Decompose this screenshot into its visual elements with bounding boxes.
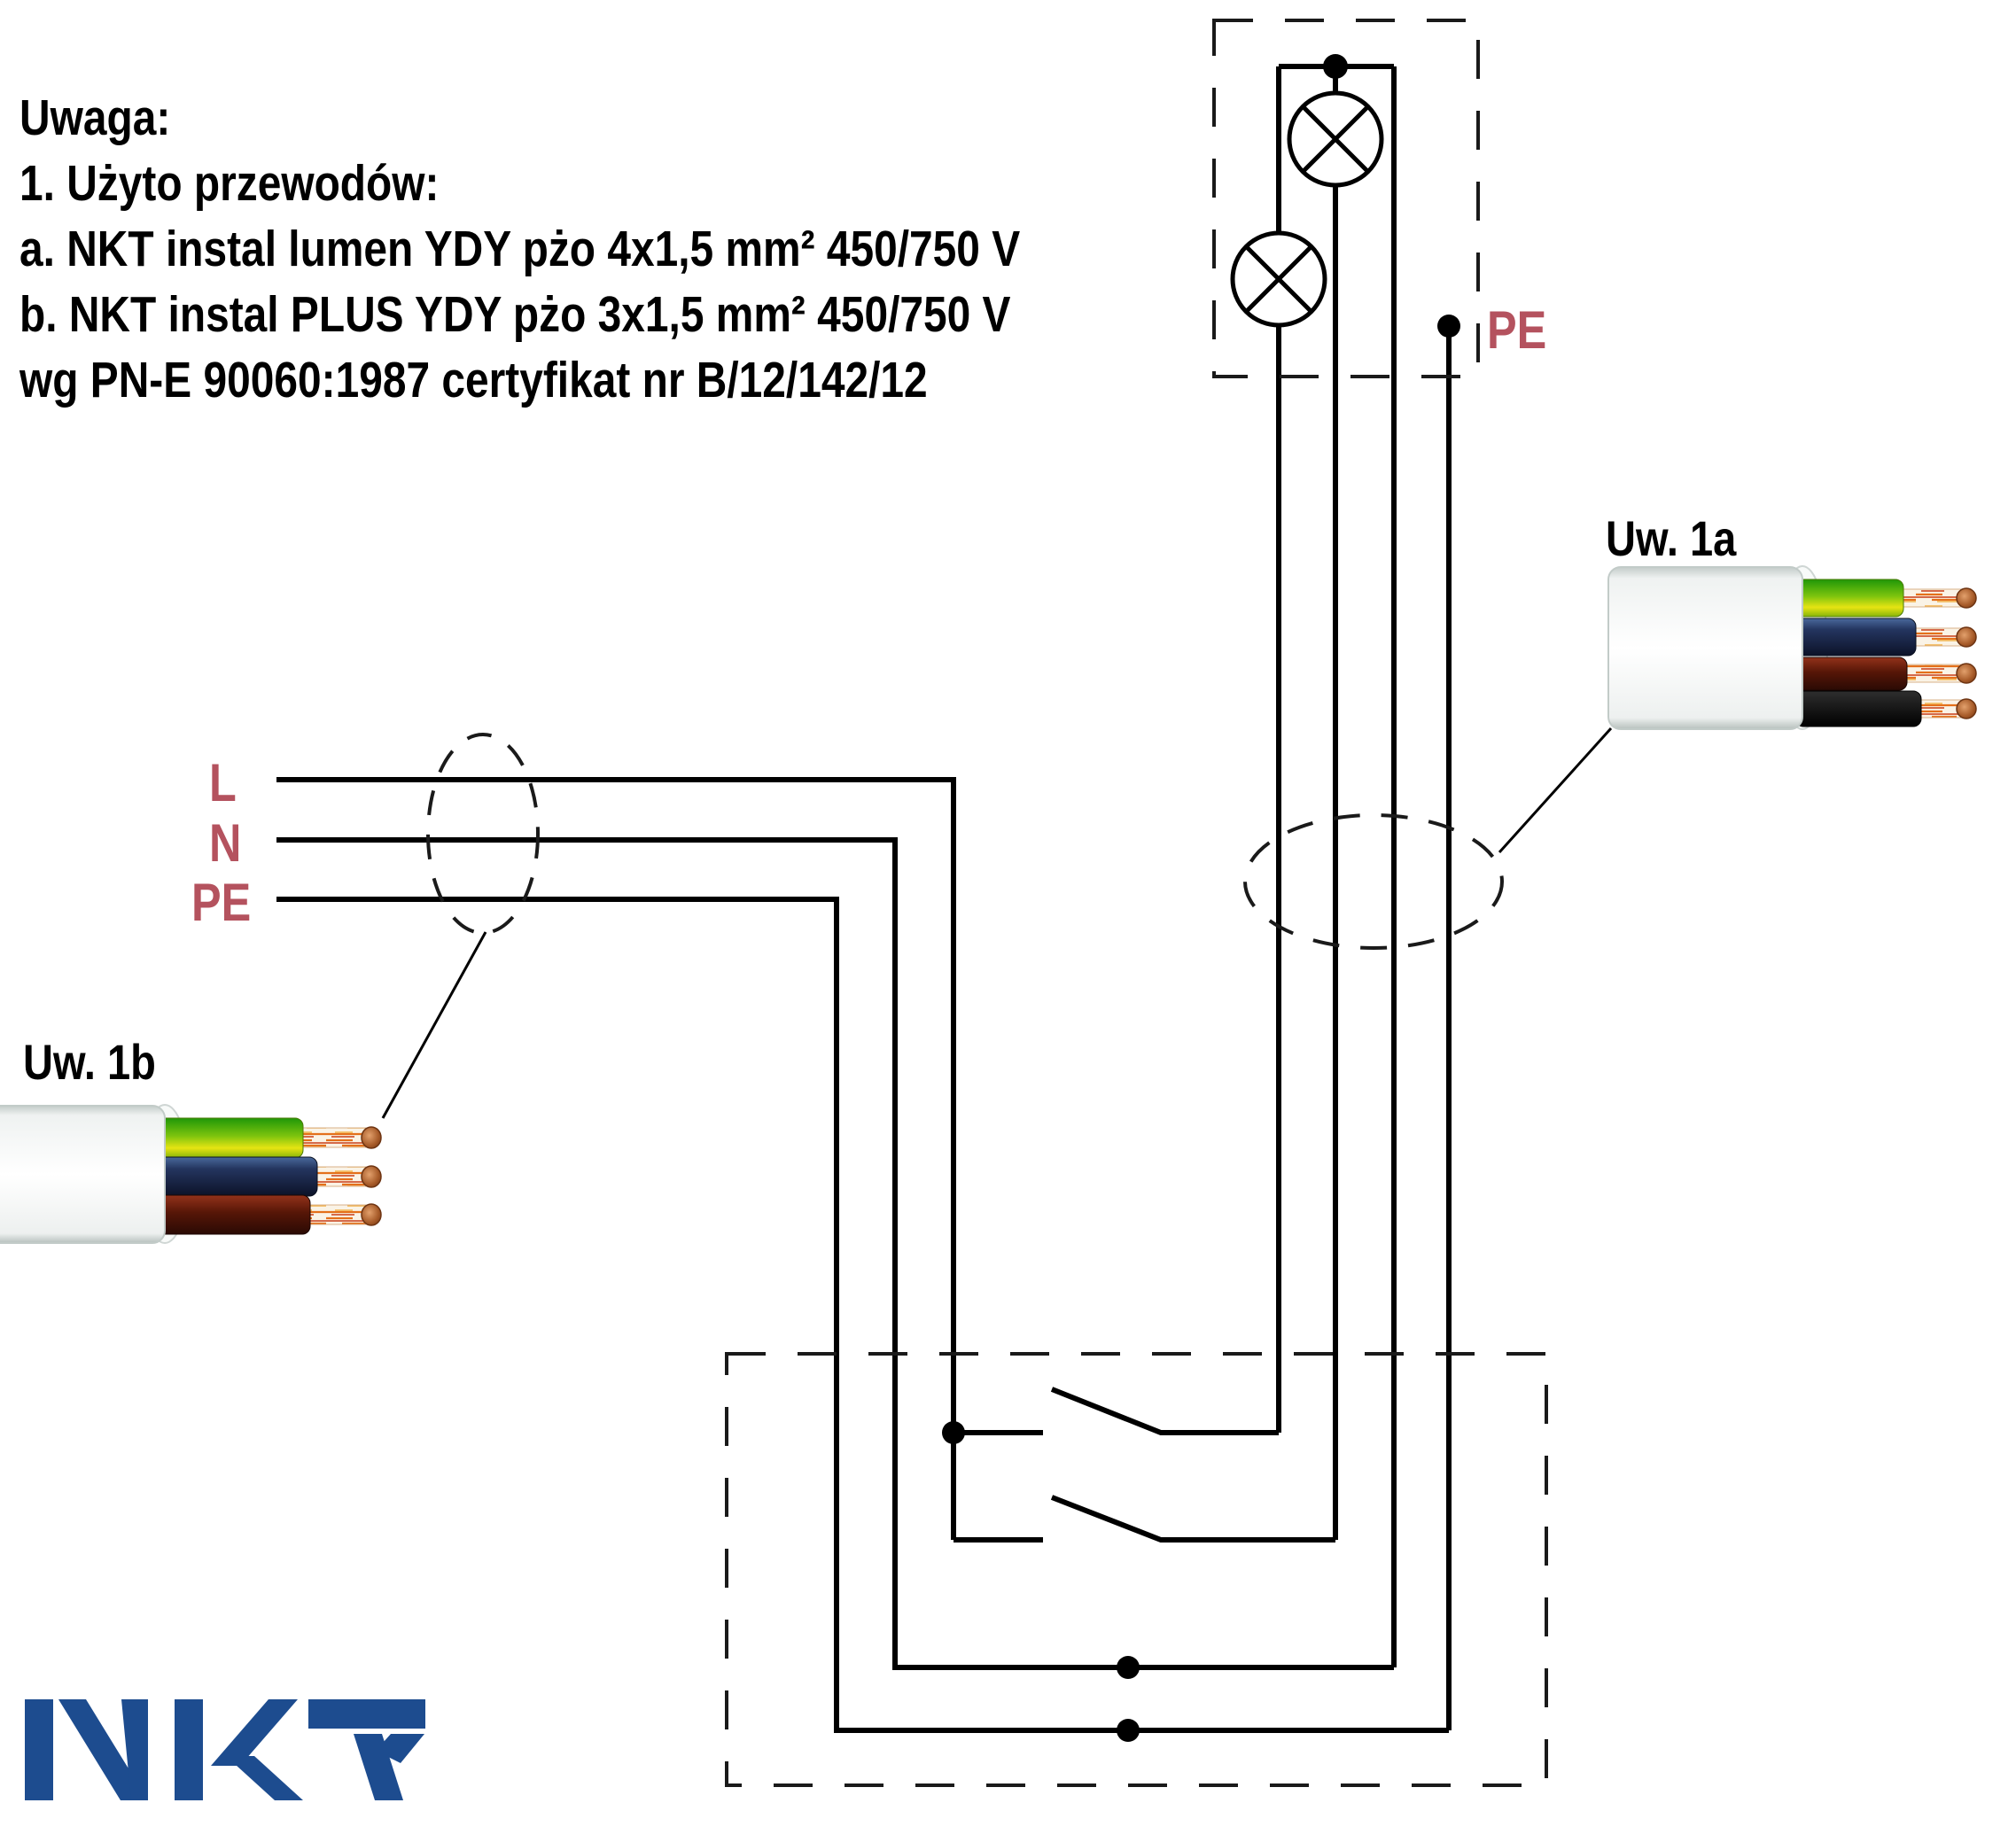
note-line-2: 1. Użyto przewodów: <box>19 155 440 212</box>
supply-label-pe: PE <box>191 873 252 932</box>
switch-2 <box>954 1495 1335 1543</box>
lamp-symbol-1 <box>1287 90 1384 188</box>
cable-1a-conductor-tips <box>1956 587 1977 719</box>
note-line-3: a. NKT instal lumen YDY pżo 4x1,5 mm² 45… <box>19 221 1021 277</box>
cable-1a-core-green-yellow <box>1794 579 1904 618</box>
cable-1a-core-blue <box>1794 618 1917 657</box>
circuit-wires <box>276 64 1452 1733</box>
logo-letter-n <box>25 1699 148 1800</box>
pe-terminal-dot <box>1437 315 1460 338</box>
neutral-wire <box>276 837 1394 1670</box>
pe-rail-dot <box>1117 1719 1140 1742</box>
cable-1b-sheath <box>0 1105 166 1244</box>
cable-photo-1a <box>1607 565 1977 730</box>
lamp-symbols <box>1230 90 1384 328</box>
pe-wire <box>276 897 1449 1733</box>
cable-1a-core-black <box>1794 690 1922 727</box>
lamp-loop-junction-dot <box>1323 54 1348 79</box>
cable-1b-core-green-yellow <box>152 1117 304 1159</box>
switch1-blade <box>1050 1387 1279 1435</box>
note-line-4: b. NKT instal PLUS YDY pżo 3x1,5 mm² 450… <box>19 286 1011 343</box>
switch-1 <box>954 1387 1279 1435</box>
luminaire-dashed-box <box>1212 19 1480 378</box>
switch-dashed-box <box>725 1352 1548 1787</box>
cable-photo-1b <box>0 1104 382 1244</box>
cable-callout-1b: Uw. 1b <box>23 1034 156 1090</box>
junction-dots <box>942 54 1460 1742</box>
cable-ellipse-right <box>1243 813 1504 950</box>
cable-1a-core-brown <box>1794 657 1908 691</box>
cable-ellipse-left <box>426 733 540 935</box>
cable-1b-conductor-tips <box>361 1126 382 1226</box>
cable-1b-core-blue <box>152 1156 318 1197</box>
nkt-logo: NKT <box>25 1699 425 1800</box>
cable-callout-1a: Uw. 1a <box>1606 510 1737 566</box>
logo-letter-t <box>308 1699 425 1800</box>
note-line-5: wg PN-E 90060:1987 certyfikat nr B/12/14… <box>19 352 928 408</box>
note-line-1: Uwaga: <box>19 89 171 146</box>
switch2-blade <box>1050 1495 1335 1543</box>
leader-line-1b <box>381 931 487 1119</box>
cable-1b-core-brown <box>152 1194 311 1235</box>
logo-letter-k <box>175 1699 303 1800</box>
note-block: Uwaga: 1. Użyto przewodów: a. NKT instal… <box>19 85 1020 413</box>
dashed-enclosures <box>426 19 1548 1787</box>
leader-line-1a <box>1498 727 1613 854</box>
pe-terminal-label: PE <box>1487 300 1547 360</box>
supply-label-l: L <box>209 753 237 812</box>
switch-feed-junction-dot <box>942 1421 965 1444</box>
neutral-rail-dot <box>1117 1656 1140 1679</box>
live-wire <box>276 777 956 1540</box>
lamp-symbol-2 <box>1230 230 1327 328</box>
supply-label-n: N <box>209 813 242 873</box>
cable-1a-sheath <box>1607 566 1803 730</box>
